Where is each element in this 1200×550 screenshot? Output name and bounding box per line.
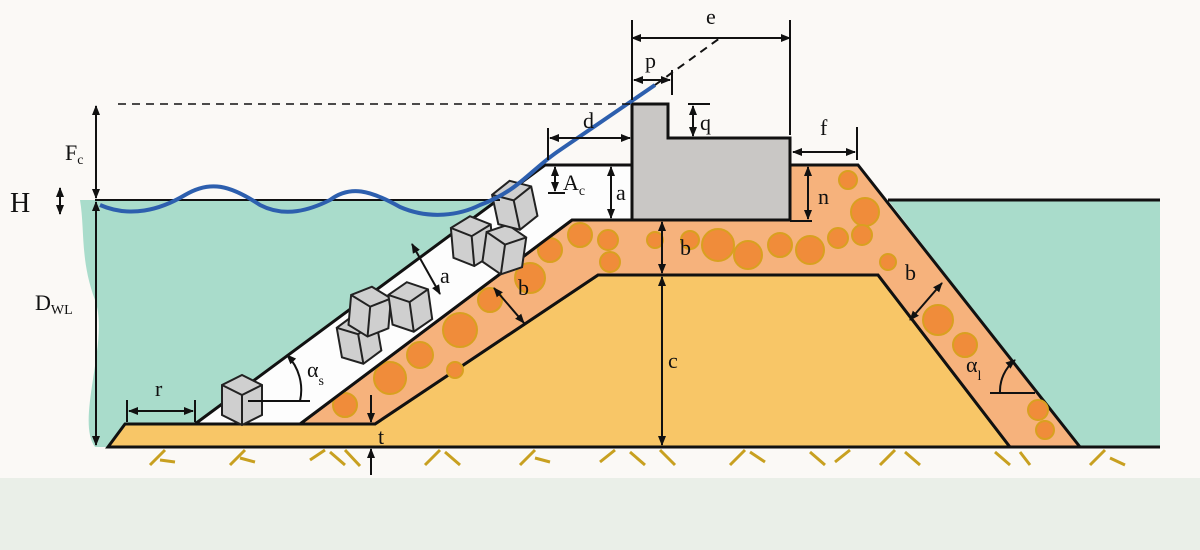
seaward-water [80, 200, 500, 447]
label-e: e [706, 4, 716, 29]
wave-profile [99, 83, 657, 217]
label-b-seaward: b [518, 275, 529, 300]
label-t: t [378, 424, 384, 449]
label-alpha-l: αl [966, 352, 982, 384]
armour-cube [221, 373, 263, 427]
label-c: c [668, 348, 678, 373]
underlayer-stones [332, 170, 1055, 440]
label-alpha-s: αs [307, 357, 324, 389]
bottom-band [0, 478, 1200, 550]
label-d: d [583, 108, 594, 133]
armour-cube [347, 285, 393, 338]
label-b-leeward: b [905, 260, 916, 285]
harbour-water [888, 200, 1160, 447]
armour-units [221, 179, 539, 427]
label-n: n [818, 184, 829, 209]
armour-cube [481, 223, 528, 276]
crown-wall [630, 102, 792, 222]
label-b-crest: b [680, 235, 691, 260]
label-q: q [700, 110, 711, 135]
label-p: p [645, 48, 656, 73]
label-h: H [10, 188, 30, 219]
label-f: f [820, 115, 828, 140]
label-fc: Fc [65, 140, 83, 168]
ground-hatch [148, 448, 1126, 468]
label-dwl: DWL [35, 290, 73, 318]
label-r: r [155, 376, 163, 401]
runup-extension [654, 37, 721, 86]
label-a-crest: a [616, 180, 626, 205]
dimension-lines [56, 20, 1035, 475]
label-a-slope: a [440, 263, 450, 288]
label-ac: Ac [563, 170, 585, 199]
